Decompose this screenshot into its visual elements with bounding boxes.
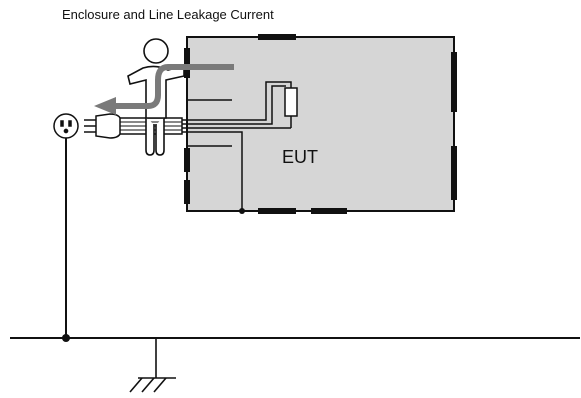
plug-body <box>95 113 121 139</box>
leakage-path <box>114 64 234 109</box>
enclosure-slot-bottom-right <box>311 208 347 214</box>
enclosure-slot-bottom-left <box>258 208 296 214</box>
resistor-icon <box>284 87 298 117</box>
ground-hatch-1 <box>129 377 143 393</box>
plug-icon <box>84 113 121 139</box>
protective-earth-conductor <box>180 131 243 211</box>
ground-symbol-icon <box>129 377 176 393</box>
ground-hatch-3 <box>153 377 167 393</box>
enclosure-slot-left-top <box>184 48 190 78</box>
enclosure-slot-right-upper <box>451 52 457 112</box>
enclosure-slot-left-bottom <box>184 180 190 204</box>
enclosure-slot-left-mid <box>184 148 190 172</box>
enclosure-slot-right-lower <box>451 146 457 200</box>
outlet-icon <box>53 113 79 139</box>
leakage-arrowhead-icon <box>94 97 116 115</box>
diagram-title: Enclosure and Line Leakage Current <box>62 7 274 22</box>
line-conductor-2 <box>180 85 286 125</box>
outlet-slot-right <box>68 120 72 127</box>
eut-label: EUT <box>282 147 318 167</box>
internal-wiring <box>180 81 292 211</box>
person-leg-left <box>145 118 155 156</box>
earth-junction-dot <box>239 208 245 214</box>
leakage-current-arrow <box>114 64 234 109</box>
person-head <box>143 38 169 64</box>
ground-hatch-2 <box>141 377 155 393</box>
line-conductor-1 <box>180 81 292 121</box>
enclosure-slot-top <box>258 34 296 40</box>
outlet-slot-left <box>60 120 64 127</box>
person-leg-right <box>155 118 165 156</box>
outlet-face <box>53 113 79 139</box>
outlet-ground-hole <box>63 128 69 134</box>
